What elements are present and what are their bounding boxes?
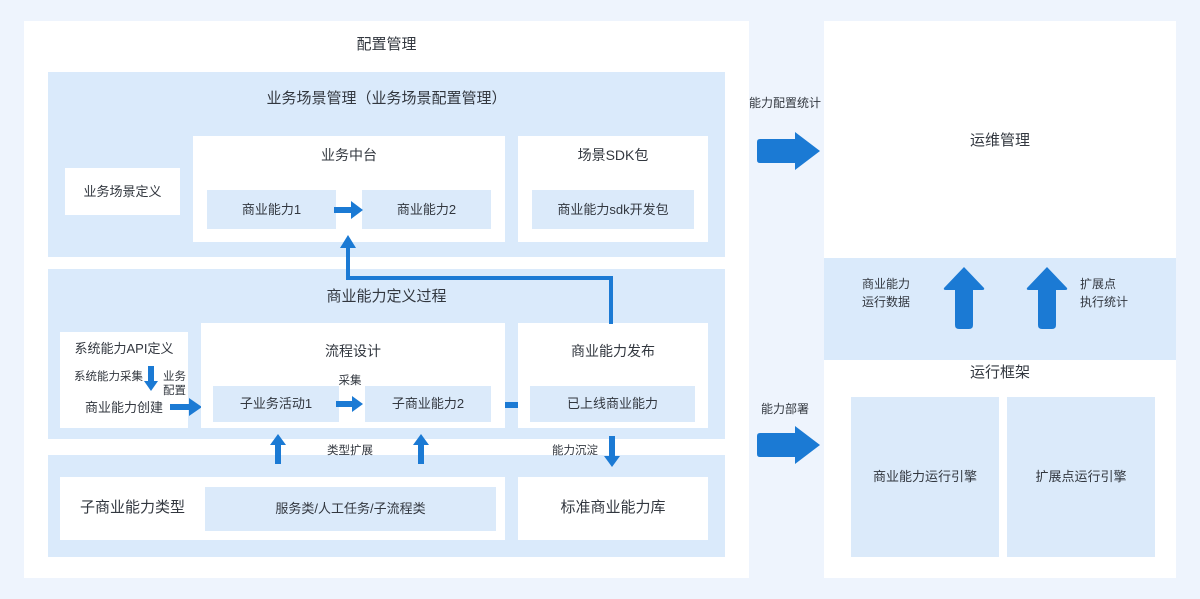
label-capability-runtime-data-line1: 商业能力: [862, 277, 911, 291]
section-business-scene-title: 业务场景管理（业务场景配置管理）: [266, 89, 507, 107]
item-business-capability-1[interactable]: [207, 190, 336, 229]
item-business-capability-1-label: 商业能力1: [241, 201, 302, 217]
label-capability-precipitation: 能力沉淀: [552, 445, 598, 457]
item-capability-sdk-devkit-label: 商业能力sdk开发包: [557, 201, 669, 217]
label-capability-config-stat-line2: 统计: [797, 96, 822, 111]
engine-business-capability-runtime[interactable]: [851, 397, 999, 557]
item-business-capability-2-label: 商业能力2: [396, 201, 457, 217]
label-extension-point-stat: 扩展点 执行统计: [1080, 275, 1160, 317]
runtime-framework-title: 运行框架: [969, 363, 1030, 381]
engine-business-capability-runtime-label: 商业能力运行引擎: [872, 469, 977, 485]
connector-arrowhead-to-midend: [339, 235, 357, 249]
arrow-up-capability-runtime-data: [943, 267, 985, 330]
right-card-gap-strip: [824, 258, 1176, 360]
label-extension-point-stat-line2: 执行统计: [1080, 295, 1129, 309]
card-scene-sdk-package-title: 场景SDK包: [577, 146, 649, 163]
arrow-right-capability-1-to-2: [334, 200, 364, 220]
label-capability-runtime-data: 商业能力 运行数据: [862, 275, 938, 317]
label-capability-deploy: 能力部署: [760, 401, 809, 416]
label-system-capability-collect: 系统能力采集: [74, 371, 143, 383]
card-business-midend-title: 业务中台: [321, 146, 377, 163]
item-service-manual-subflow-types[interactable]: [205, 487, 496, 531]
engine-extension-point-runtime-label: 扩展点运行引擎: [1035, 469, 1127, 485]
card-system-capability-stack: [60, 332, 188, 428]
item-sub-business-capability-2[interactable]: [365, 386, 491, 422]
arrow-right-capability-deploy: [757, 425, 821, 465]
arrow-up-type-extension-right: [412, 434, 430, 465]
arrow-right-create-to-flow: [170, 397, 203, 417]
arrow-up-type-extension-left: [269, 434, 287, 465]
page-title: 配置管理: [356, 35, 417, 53]
engine-extension-point-runtime[interactable]: [1007, 397, 1155, 557]
item-online-business-capability-label: 已上线商业能力: [566, 396, 658, 412]
connector-publish-up-segment: [609, 276, 613, 324]
label-business-config-text: 业务配置: [163, 371, 186, 398]
label-collect: 采集: [338, 375, 362, 388]
arrow-up-extension-point-stat: [1026, 267, 1068, 330]
card-capability-publish-title: 商业能力发布: [571, 342, 655, 359]
box-business-scene-definition[interactable]: [65, 168, 180, 215]
card-standard-capability-library-title: 标准商业能力库: [560, 499, 666, 517]
item-sub-business-activity-1-label: 子业务活动1: [239, 396, 313, 412]
card-standard-capability-library: [518, 477, 708, 540]
item-sub-business-activity-1[interactable]: [213, 386, 339, 422]
card-flow-design-title: 流程设计: [325, 342, 381, 359]
connector-horizontal-segment: [346, 276, 613, 280]
section-capability-definition-title: 商业能力定义过程: [326, 287, 447, 305]
ops-management-title: 运维管理: [969, 131, 1030, 149]
label-business-config: 业务配置: [163, 370, 197, 404]
label-capability-config-stat: 能力配置 统计: [748, 84, 822, 124]
box-system-capability-api-definition[interactable]: 系统能力API定义: [74, 341, 174, 357]
item-online-business-capability[interactable]: [530, 386, 695, 422]
box-business-scene-definition-label: 业务场景定义: [83, 183, 162, 199]
card-sub-capability-type-title: 子商业能力类型: [79, 499, 185, 517]
label-type-extension: 类型扩展: [327, 445, 373, 458]
label-capability-runtime-data-line2: 运行数据: [862, 295, 911, 309]
item-capability-sdk-devkit[interactable]: [532, 190, 694, 229]
arrow-right-capability-config-stat: [757, 131, 821, 171]
label-capability-config-stat-line1: 能力配置: [748, 96, 797, 111]
arrow-down-system-capability-collect: [143, 366, 159, 392]
label-extension-point-stat-line1: 扩展点: [1080, 277, 1117, 291]
item-sub-business-capability-2-label: 子商业能力2: [391, 396, 465, 412]
box-business-capability-create[interactable]: 商业能力创建: [84, 400, 163, 416]
item-business-capability-2[interactable]: [362, 190, 491, 229]
item-service-manual-subflow-types-label: 服务类/人工任务/子流程类: [275, 501, 426, 517]
arrow-down-capability-precipitation: [603, 436, 621, 468]
connector-up-to-midend-segment: [346, 246, 350, 278]
arrow-right-activity1-to-capability2: [336, 395, 364, 413]
